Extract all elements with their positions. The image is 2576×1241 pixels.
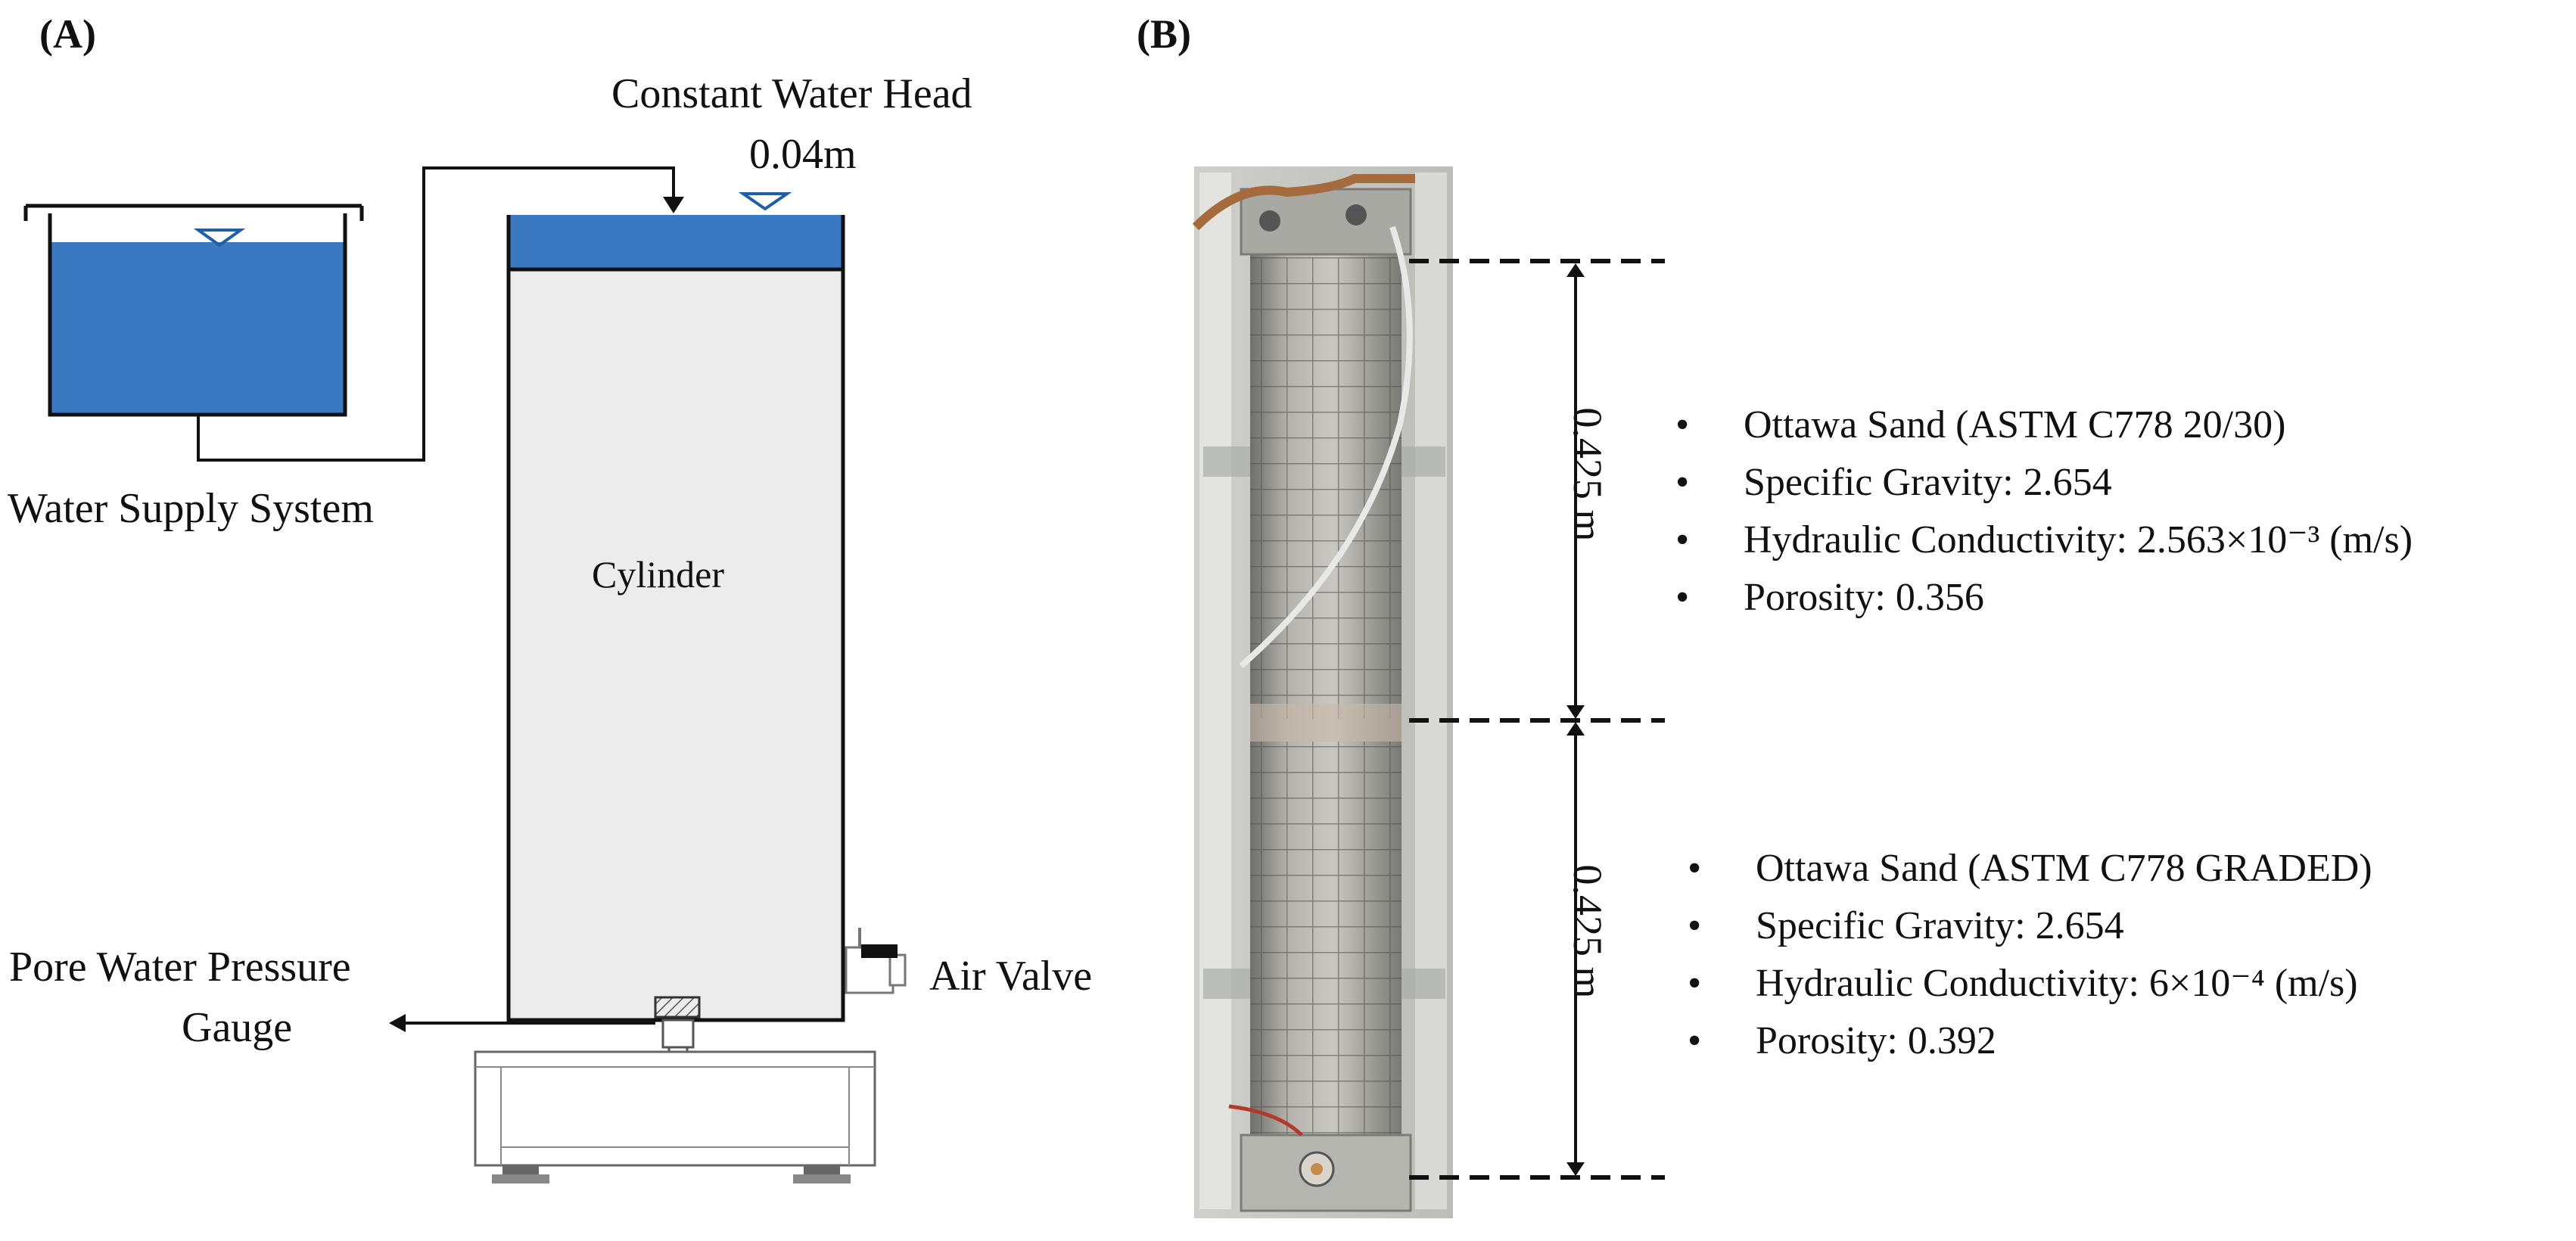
bullet-icon: •	[1688, 847, 1702, 890]
list-item: •Ottawa Sand (ASTM C778 GRADED)	[1688, 840, 2372, 897]
lower-layer-properties: •Ottawa Sand (ASTM C778 GRADED) •Specifi…	[1688, 840, 2372, 1070]
gauge-label-line1: Pore Water Pressure	[9, 944, 351, 991]
list-item: •Hydraulic Conductivity: 2.563×10⁻³ (m/s…	[1675, 512, 2413, 569]
supply-pipe	[197, 166, 675, 462]
list-item: •Specific Gravity: 2.654	[1688, 897, 2372, 955]
tank-level-marker	[193, 229, 246, 247]
cylinder-head-water	[509, 215, 843, 269]
air-valve	[845, 928, 907, 994]
water-supply-label: Water Supply System	[8, 485, 374, 532]
list-item: •Porosity: 0.392	[1688, 1012, 2372, 1070]
panel-b-label: (B)	[1137, 11, 1191, 57]
base-stand	[474, 1050, 876, 1183]
tank-water	[50, 242, 345, 415]
list-item: •Specific Gravity: 2.654	[1675, 454, 2413, 512]
head-value: 0.04m	[749, 131, 857, 178]
bullet-icon: •	[1675, 461, 1690, 504]
bullet-icon: •	[1688, 904, 1702, 947]
water-supply-tank	[23, 204, 364, 417]
gauge-label-line2: Gauge	[182, 1004, 293, 1051]
air-valve-label: Air Valve	[929, 953, 1093, 1000]
dimension-lines	[1409, 259, 1665, 1180]
list-item: •Porosity: 0.356	[1675, 569, 2413, 627]
bullet-icon: •	[1688, 1019, 1702, 1062]
bullet-icon: •	[1675, 518, 1690, 561]
cylinder-body	[509, 269, 843, 1020]
bullet-icon: •	[1675, 403, 1690, 446]
bullet-icon: •	[1675, 576, 1690, 619]
panel-a-label: (A)	[39, 11, 96, 57]
supply-arrow	[663, 197, 684, 213]
cylinder	[506, 192, 845, 1022]
gauge-arrow	[389, 1014, 406, 1032]
lower-dimension-label: 0.425 m	[1565, 864, 1610, 999]
head-level-marker	[738, 192, 792, 211]
list-item: •Ottawa Sand (ASTM C778 20/30)	[1675, 397, 2413, 454]
list-item: •Hydraulic Conductivity: 6×10⁻⁴ (m/s)	[1688, 955, 2372, 1012]
bullet-icon: •	[1688, 962, 1702, 1005]
upper-layer-properties: •Ottawa Sand (ASTM C778 20/30) •Specific…	[1675, 397, 2413, 627]
column-photo	[1192, 166, 1453, 1218]
upper-dimension-label: 0.425 m	[1565, 407, 1610, 542]
cylinder-label: Cylinder	[592, 553, 724, 596]
head-label: Constant Water Head	[611, 70, 972, 117]
tank-outline	[23, 204, 364, 417]
